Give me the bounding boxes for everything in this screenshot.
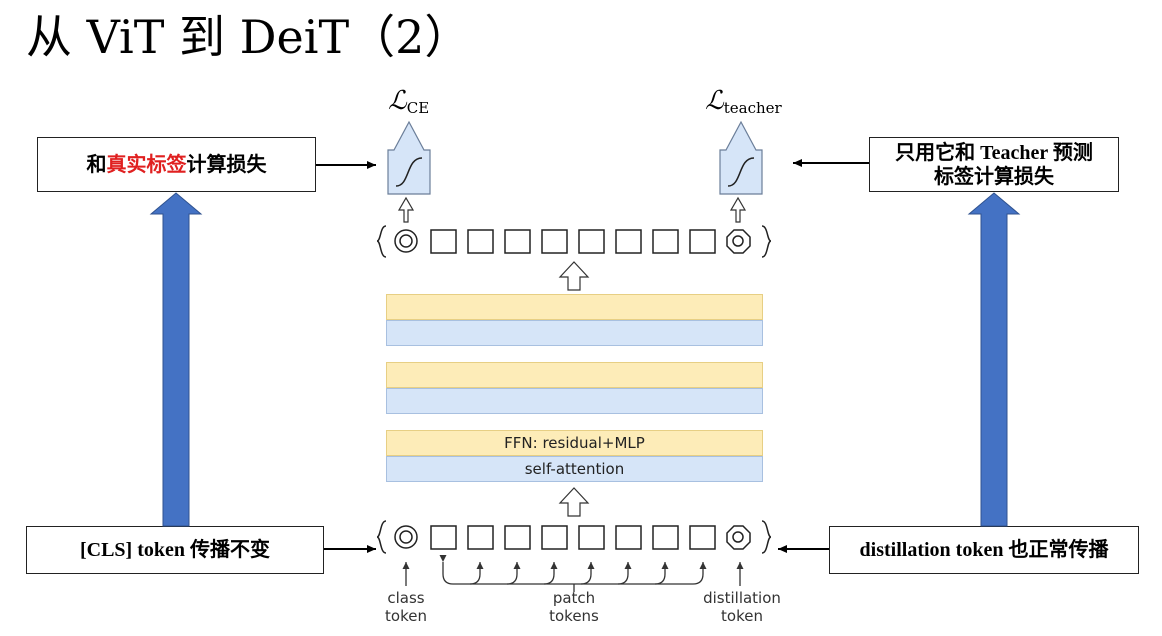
ffn-layer-2 bbox=[386, 362, 763, 388]
callout-distillation-token: distillation token 也正常传播 bbox=[829, 526, 1139, 574]
distillation-token-label: distillation token bbox=[703, 589, 781, 625]
sigmoid-icon bbox=[727, 157, 755, 187]
attention-layer-3: self-attention bbox=[386, 456, 763, 482]
loss-teacher-block bbox=[719, 120, 763, 195]
callout-line2: 标签计算损失 bbox=[934, 165, 1054, 188]
patch-token-input bbox=[652, 525, 679, 550]
patch-token-input bbox=[541, 525, 568, 550]
hollow-arrow-teacher-icon bbox=[729, 196, 747, 223]
loss-ce-subscript: CE bbox=[406, 99, 430, 117]
patch-token-output bbox=[504, 229, 531, 254]
sigmoid-icon bbox=[395, 157, 423, 187]
patch-token-output bbox=[430, 229, 457, 254]
patch-token-input bbox=[578, 525, 605, 550]
attention-layer-2 bbox=[386, 388, 763, 414]
patch-token-output bbox=[541, 229, 568, 254]
patch-token-output bbox=[652, 229, 679, 254]
patch-token-input bbox=[689, 525, 716, 550]
loss-teacher-label: ℒteacher bbox=[705, 86, 782, 123]
attention-label: self-attention bbox=[524, 460, 625, 478]
callout-line1: 只用它和 Teacher 预测 bbox=[895, 141, 1093, 164]
attention-layer-1 bbox=[386, 320, 763, 346]
callout-teacher-label-loss: 只用它和 Teacher 预测 标签计算损失 bbox=[869, 137, 1119, 192]
big-arrow-right-icon bbox=[967, 192, 1021, 527]
callout-cls-text: [CLS] token 传播不变 bbox=[79, 539, 270, 561]
patch-token-output bbox=[689, 229, 716, 254]
class-token-label: class token bbox=[385, 589, 427, 625]
patch-token-output bbox=[578, 229, 605, 254]
patch-token-input bbox=[504, 525, 531, 550]
big-arrow-left-icon bbox=[149, 192, 203, 527]
loss-teacher-subscript: teacher bbox=[723, 99, 782, 117]
slide-title: 从 ViT 到 DeiT（2） bbox=[26, 10, 471, 64]
patch-token-input bbox=[430, 525, 457, 550]
input-arrows bbox=[402, 555, 744, 592]
callout-true-label-loss: 和真实标签计算损失 bbox=[37, 137, 316, 192]
loss-teacher-symbol: ℒ bbox=[705, 86, 724, 116]
callout-highlight: 真实标签 bbox=[106, 153, 187, 176]
hollow-arrow-top-icon bbox=[558, 261, 590, 291]
patch-tokens-label: patch tokens bbox=[549, 589, 599, 625]
loss-ce-symbol: ℒ bbox=[388, 86, 407, 116]
ffn-layer-1 bbox=[386, 294, 763, 320]
ffn-layer-3: FFN: residual+MLP bbox=[386, 430, 763, 456]
input-token-row bbox=[376, 520, 772, 554]
hollow-arrow-bottom-icon bbox=[558, 487, 590, 517]
patch-token-input bbox=[615, 525, 642, 550]
patch-token-output bbox=[467, 229, 494, 254]
callout-distillation-text: distillation token 也正常传播 bbox=[859, 539, 1109, 561]
callout-suffix: 计算损失 bbox=[186, 153, 267, 176]
ffn-label: FFN: residual+MLP bbox=[504, 434, 645, 452]
loss-ce-block bbox=[387, 120, 431, 195]
loss-ce-label: ℒCE bbox=[388, 86, 429, 123]
patch-token-input bbox=[467, 525, 494, 550]
output-token-row bbox=[376, 225, 772, 258]
patch-token-output bbox=[615, 229, 642, 254]
hollow-arrow-ce-icon bbox=[397, 196, 415, 223]
callout-prefix: 和 bbox=[86, 153, 107, 176]
